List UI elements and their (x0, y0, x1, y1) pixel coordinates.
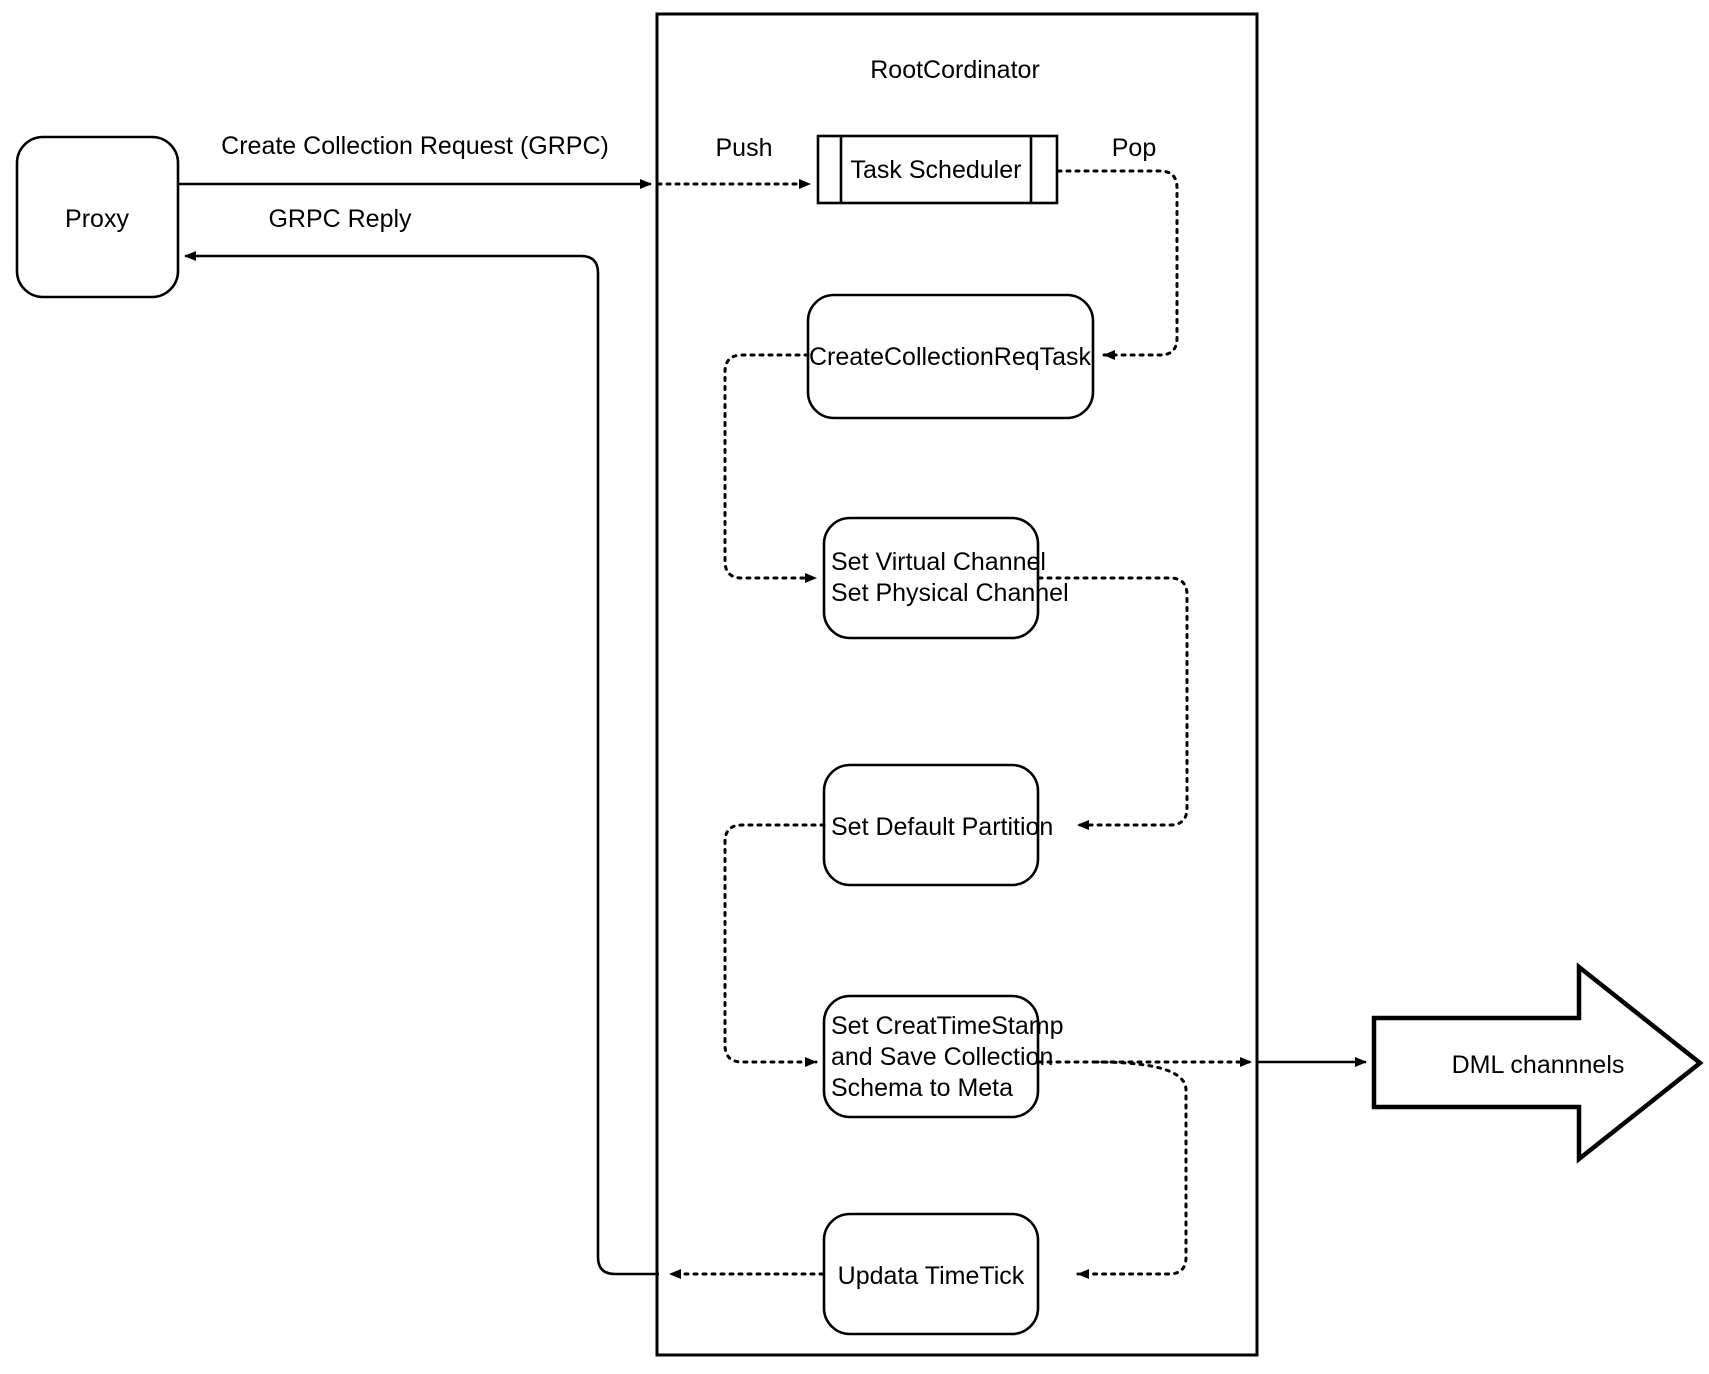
edge-label-create-collection-request: Create Collection Request (GRPC) (221, 132, 609, 160)
edge-pop (1056, 169, 1179, 360)
node-set-channel-label-line2: Set Physical Channel (831, 579, 1069, 607)
node-set-timestamp[interactable] (822, 994, 1040, 1119)
edge-timestamp-to-timetick (1076, 1060, 1188, 1279)
node-dml-channels-label: DML channnels (1452, 1051, 1625, 1079)
root-coordinator-container (655, 12, 1259, 1357)
edge-label-pop: Pop (1112, 134, 1156, 162)
edge-label-grpc-reply: GRPC Reply (268, 205, 412, 233)
root-coordinator-label: RootCordinator (870, 56, 1040, 84)
node-task-scheduler[interactable] (816, 134, 1059, 205)
node-set-channel-label-line1: Set Virtual Channel (831, 548, 1046, 576)
node-task-scheduler-label: Task Scheduler (851, 156, 1022, 184)
edge-set-channel-to-default-partition (1037, 576, 1189, 830)
node-set-timestamp-label-line1: Set CreatTimeStamp (831, 1012, 1063, 1040)
node-set-channel[interactable] (822, 516, 1040, 640)
node-create-collection-req-task-label: CreateCollectionReqTask (809, 343, 1092, 371)
node-proxy[interactable] (15, 135, 180, 299)
node-set-timestamp-label-line2: and Save Collection (831, 1043, 1053, 1071)
edge-label-push: Push (716, 134, 773, 162)
node-update-timetick-label: Updata TimeTick (838, 1262, 1025, 1290)
node-dml-channels[interactable] (1371, 962, 1704, 1164)
edge-task-to-set-channel (723, 353, 818, 583)
node-set-default-partition-label: Set Default Partition (831, 813, 1053, 841)
node-set-timestamp-label-line3: Schema to Meta (831, 1074, 1013, 1102)
node-proxy-label: Proxy (65, 205, 129, 233)
edge-default-partition-to-timestamp (723, 823, 826, 1067)
edge-grpc-reply (184, 251, 659, 1276)
